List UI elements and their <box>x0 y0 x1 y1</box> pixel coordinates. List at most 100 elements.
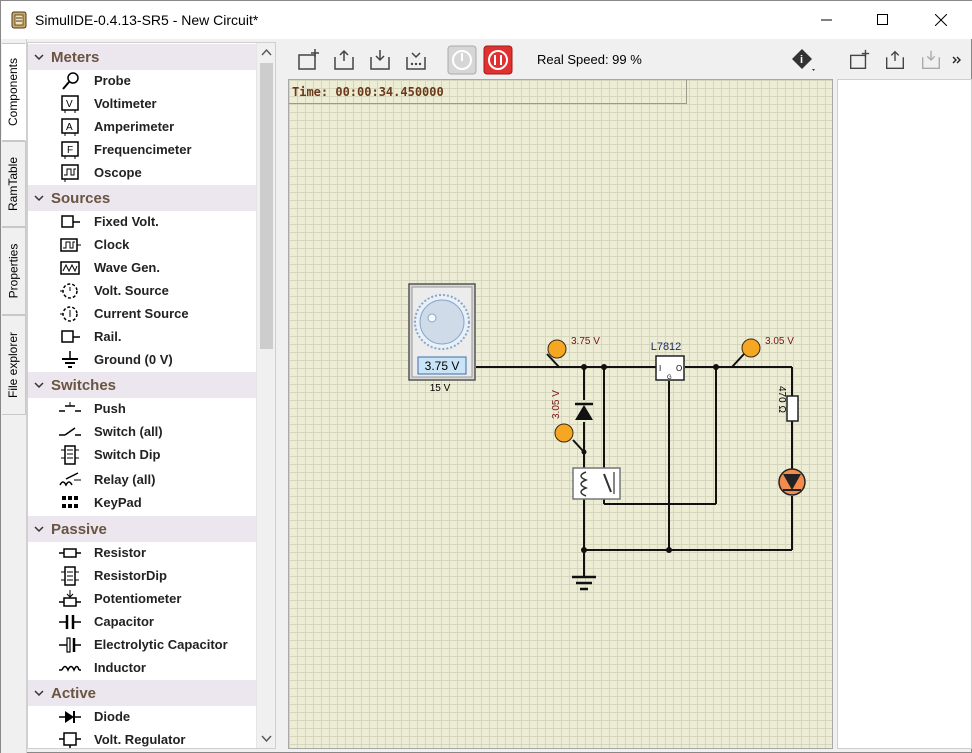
component-ground[interactable]: Ground (0 V) <box>58 348 254 371</box>
component-current-source[interactable]: Current Source <box>58 302 254 325</box>
resistor-component[interactable] <box>786 395 799 422</box>
frequency-meter-icon: F <box>58 140 82 160</box>
collapse-arrow-icon <box>34 382 44 389</box>
source-voltage-display: 3.75 V <box>425 359 460 373</box>
power-button[interactable] <box>446 44 478 76</box>
component-push[interactable]: Push <box>58 397 254 420</box>
save-circuit-button[interactable] <box>364 44 396 76</box>
variable-voltage-source[interactable] <box>408 283 476 381</box>
switch-dip-icon <box>58 444 82 465</box>
component-rail[interactable]: Rail. <box>58 325 254 348</box>
category-sources[interactable]: Sources <box>28 185 256 211</box>
voltage-regulator-component[interactable] <box>655 355 685 381</box>
svg-text:A: A <box>66 122 73 133</box>
close-button[interactable] <box>912 1 970 39</box>
scrollbar-thumb[interactable] <box>260 63 273 349</box>
scroll-up-icon[interactable] <box>261 47 272 58</box>
component-resistor[interactable]: Resistor <box>58 541 254 564</box>
component-capacitor[interactable]: Capacitor <box>58 610 254 633</box>
component-switch-all[interactable]: Switch (all) <box>58 420 254 443</box>
window-title: SimulIDE-0.4.13-SR5 - New Circuit* <box>35 12 259 28</box>
tab-label: Components <box>6 57 21 127</box>
component-fixed-volt[interactable]: Fixed Volt. <box>58 210 254 233</box>
tab-components[interactable]: Components <box>2 43 26 141</box>
component-wave-gen[interactable]: Wave Gen. <box>58 256 254 279</box>
component-potentiometer[interactable]: Potentiometer <box>58 587 254 610</box>
relay-component[interactable] <box>572 467 621 500</box>
tab-properties[interactable]: Properties <box>2 227 26 315</box>
tab-label: File explorer <box>6 331 21 399</box>
main-toolbar: Real Speed: 99 % i <box>288 42 833 78</box>
led-component[interactable] <box>778 468 806 496</box>
component-keypad[interactable]: KeyPad <box>58 491 254 514</box>
tab-label: RamTable <box>6 156 21 212</box>
volt-source-icon <box>58 281 82 301</box>
category-active[interactable]: Active <box>28 680 256 706</box>
toolbar-overflow-button[interactable] <box>945 44 969 76</box>
resistor-dip-icon <box>58 565 82 586</box>
collapse-arrow-icon <box>34 526 44 533</box>
circuit-wires <box>476 353 793 576</box>
category-switches[interactable]: Switches <box>28 372 256 398</box>
component-amperimeter[interactable]: A Amperimeter <box>58 115 254 138</box>
save-icon <box>922 50 940 69</box>
new-file-icon <box>298 49 319 70</box>
circuit-canvas[interactable]: Time: 00:00:34.450000 <box>288 79 833 749</box>
component-probe[interactable]: Probe <box>58 69 254 92</box>
category-meters[interactable]: Meters <box>28 44 256 70</box>
right-open-button[interactable] <box>879 44 911 76</box>
component-switch-dip[interactable]: Switch Dip <box>58 443 254 466</box>
category-label: Active <box>51 684 97 702</box>
component-inductor[interactable]: Inductor <box>58 656 254 679</box>
right-save-button[interactable] <box>915 44 947 76</box>
category-passive[interactable]: Passive <box>28 516 256 542</box>
tab-ramtable[interactable]: RamTable <box>2 141 26 227</box>
app-logo-icon <box>11 11 27 29</box>
regulator-pin-out: O <box>676 364 682 373</box>
probe-left[interactable] <box>547 339 567 359</box>
potentiometer-icon <box>58 589 82 609</box>
component-volt-regulator[interactable]: Volt. Regulator <box>58 728 254 748</box>
regulator-label: L7812 <box>651 341 682 353</box>
save-as-button[interactable] <box>400 44 432 76</box>
minimize-button[interactable] <box>798 1 856 39</box>
components-scrollbar[interactable] <box>256 43 275 748</box>
component-relay-all[interactable]: Relay (all) <box>58 468 254 491</box>
component-frequencimeter[interactable]: F Frequencimeter <box>58 138 254 161</box>
ground-symbol[interactable] <box>572 575 596 591</box>
new-circuit-button[interactable] <box>292 44 324 76</box>
probe-middle[interactable] <box>554 423 574 443</box>
tab-file-explorer[interactable]: File explorer <box>2 315 26 415</box>
component-label: Wave Gen. <box>94 260 160 275</box>
right-new-button[interactable] <box>843 44 875 76</box>
switch-icon <box>58 422 82 442</box>
component-clock[interactable]: Clock <box>58 233 254 256</box>
ammeter-icon: A <box>58 117 82 137</box>
probe-right[interactable] <box>741 338 761 358</box>
wave-gen-icon <box>58 258 82 278</box>
component-label: Current Source <box>94 306 189 321</box>
maximize-button[interactable] <box>854 1 912 39</box>
open-circuit-button[interactable] <box>328 44 360 76</box>
component-resistor-dip[interactable]: ResistorDip <box>58 564 254 587</box>
scroll-down-icon[interactable] <box>261 733 272 744</box>
power-icon <box>447 45 477 75</box>
component-electrolytic-capacitor[interactable]: Electrolytic Capacitor <box>58 633 254 656</box>
component-label: Voltimeter <box>94 96 157 111</box>
collapse-arrow-icon <box>34 690 44 697</box>
component-oscope[interactable]: Oscope <box>58 161 254 184</box>
component-label: Potentiometer <box>94 591 182 606</box>
diode-component[interactable] <box>575 402 593 420</box>
info-menu-button[interactable]: i <box>788 44 820 76</box>
real-speed-readout: Real Speed: 99 % <box>537 52 642 67</box>
simulation-time-box: Time: 00:00:34.450000 <box>289 80 687 104</box>
category-label: Sources <box>51 189 111 207</box>
component-voltimeter[interactable]: V Voltimeter <box>58 92 254 115</box>
component-label: Switch Dip <box>94 447 161 462</box>
component-diode[interactable]: Diode <box>58 705 254 728</box>
pause-button[interactable] <box>482 44 514 76</box>
component-label: Fixed Volt. <box>94 214 159 229</box>
collapse-arrow-icon <box>34 54 44 61</box>
editor-panel[interactable] <box>837 79 972 749</box>
component-volt-source[interactable]: Volt. Source <box>58 279 254 302</box>
